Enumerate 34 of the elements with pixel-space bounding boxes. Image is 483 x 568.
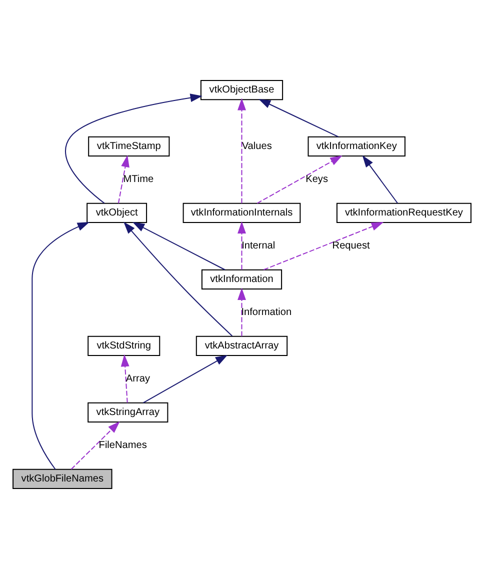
arrow bbox=[237, 98, 246, 203]
node-box: vtkInformationRequestKey bbox=[336, 202, 471, 223]
edge-label: Information bbox=[240, 306, 292, 318]
edge-label: MTime bbox=[122, 174, 154, 185]
node-box: vtkStdString bbox=[87, 335, 160, 356]
node-box: vtkInformationInternals bbox=[182, 202, 300, 223]
node-box: vtkObjectBase bbox=[200, 79, 283, 100]
edge-label: FileNames bbox=[98, 440, 146, 451]
arrow bbox=[64, 93, 202, 204]
edge-label: Request bbox=[332, 240, 370, 252]
edge-label: Internal bbox=[241, 240, 275, 252]
arrow bbox=[262, 222, 384, 270]
arrow bbox=[142, 354, 228, 403]
arrow bbox=[120, 354, 129, 402]
node-box: vtkInformationKey bbox=[307, 136, 405, 156]
arrow bbox=[70, 420, 120, 470]
node-box: vtkObject bbox=[86, 202, 147, 223]
arrow bbox=[132, 222, 225, 270]
arrow bbox=[237, 220, 246, 270]
arrow bbox=[117, 154, 129, 203]
arrow bbox=[258, 98, 338, 137]
arrow bbox=[362, 154, 398, 204]
edge-label: Keys bbox=[305, 174, 328, 185]
arrow bbox=[123, 221, 232, 336]
edge-label: Array bbox=[125, 373, 150, 384]
arrow bbox=[237, 287, 246, 336]
arrow bbox=[256, 154, 342, 204]
node-box: vtkInformation bbox=[200, 268, 282, 290]
node-box: vtkAbstractArray bbox=[195, 335, 288, 356]
node-box: vtkGlobFileNames bbox=[12, 468, 112, 489]
arrow bbox=[31, 222, 90, 470]
node-box: vtkTimeStamp bbox=[88, 136, 170, 156]
edge-label: Values bbox=[241, 140, 272, 152]
node-box: vtkStringArray bbox=[87, 402, 168, 422]
